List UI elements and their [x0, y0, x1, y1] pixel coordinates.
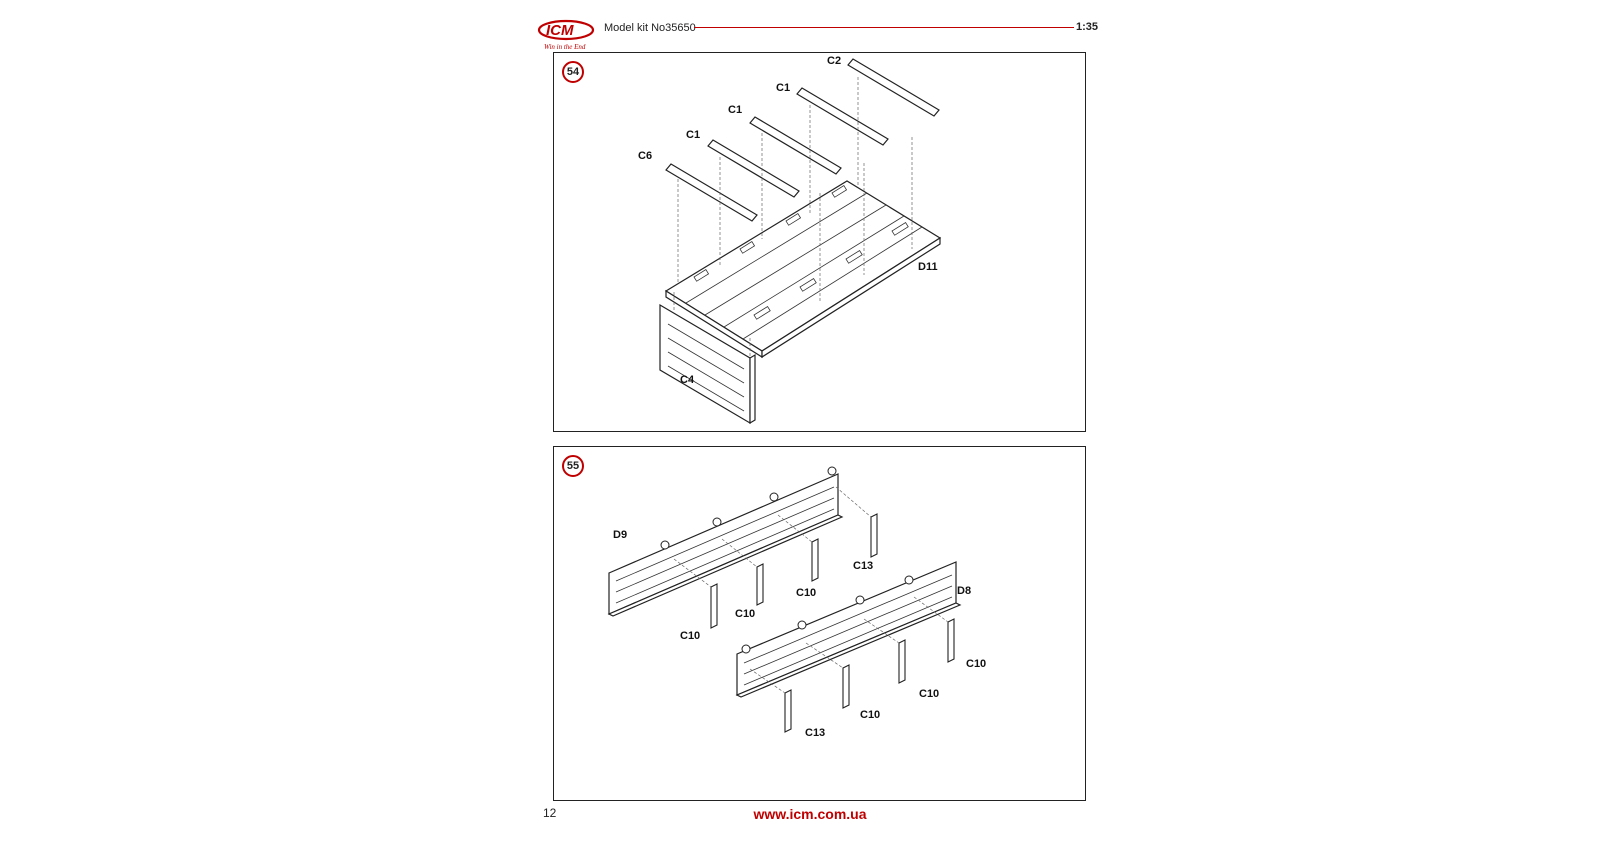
- part-label-c6: C6: [638, 150, 653, 162]
- stake-c10: [811, 538, 819, 582]
- part-label-c10: C10: [796, 587, 817, 599]
- part-label-c1: C1: [686, 129, 701, 141]
- part-label-c13: C13: [805, 727, 826, 739]
- stake-c10: [756, 563, 764, 606]
- stake-c10: [898, 639, 906, 684]
- beam-c1-middle: [749, 116, 842, 175]
- part-label-c10: C10: [860, 709, 881, 721]
- icm-logo: ICM Win in the End: [536, 14, 600, 52]
- part-label-c4: C4: [680, 374, 695, 386]
- beam-c1-rear: [796, 87, 889, 146]
- svg-text:ICM: ICM: [546, 22, 574, 39]
- step-number-badge: 55: [562, 455, 584, 477]
- step-number-badge: 54: [562, 61, 584, 83]
- part-label-c1: C1: [776, 82, 791, 94]
- scale-label: 1:35: [1076, 21, 1099, 33]
- website-link[interactable]: www.icm.com.ua: [753, 806, 867, 822]
- part-label-c10: C10: [919, 688, 940, 700]
- step-54-diagram: [659, 58, 942, 425]
- part-label-d8: D8: [957, 585, 972, 597]
- part-label-c13: C13: [853, 560, 874, 572]
- step-54-panel: 54: [553, 52, 1086, 432]
- kit-title: Model kit No35650: [604, 22, 696, 34]
- stake-c13: [870, 513, 878, 558]
- side-board-d9: [607, 473, 844, 617]
- part-label-c10: C10: [735, 608, 756, 620]
- stake-c13: [784, 689, 792, 733]
- part-label-d9: D9: [613, 529, 628, 541]
- svg-text:Win in the End: Win in the End: [544, 43, 586, 51]
- part-label-d11: D11: [918, 261, 938, 273]
- beam-c6: [665, 163, 758, 222]
- stake-c10: [710, 583, 718, 629]
- part-label-c10: C10: [680, 630, 701, 642]
- header-rule: [694, 27, 1074, 28]
- stake-c10: [842, 664, 850, 709]
- part-label-c10: C10: [966, 658, 987, 670]
- beam-c2: [847, 58, 940, 117]
- side-board-d8: [735, 561, 962, 698]
- beam-c1-front: [707, 139, 800, 198]
- step-55-diagram: [607, 466, 962, 733]
- step-55-panel: 55: [553, 446, 1086, 801]
- tailgate-c4: [659, 303, 756, 425]
- part-label-c2: C2: [827, 55, 842, 67]
- page-number: 12: [543, 806, 557, 820]
- part-label-c1: C1: [728, 104, 743, 116]
- stake-c10: [947, 618, 955, 663]
